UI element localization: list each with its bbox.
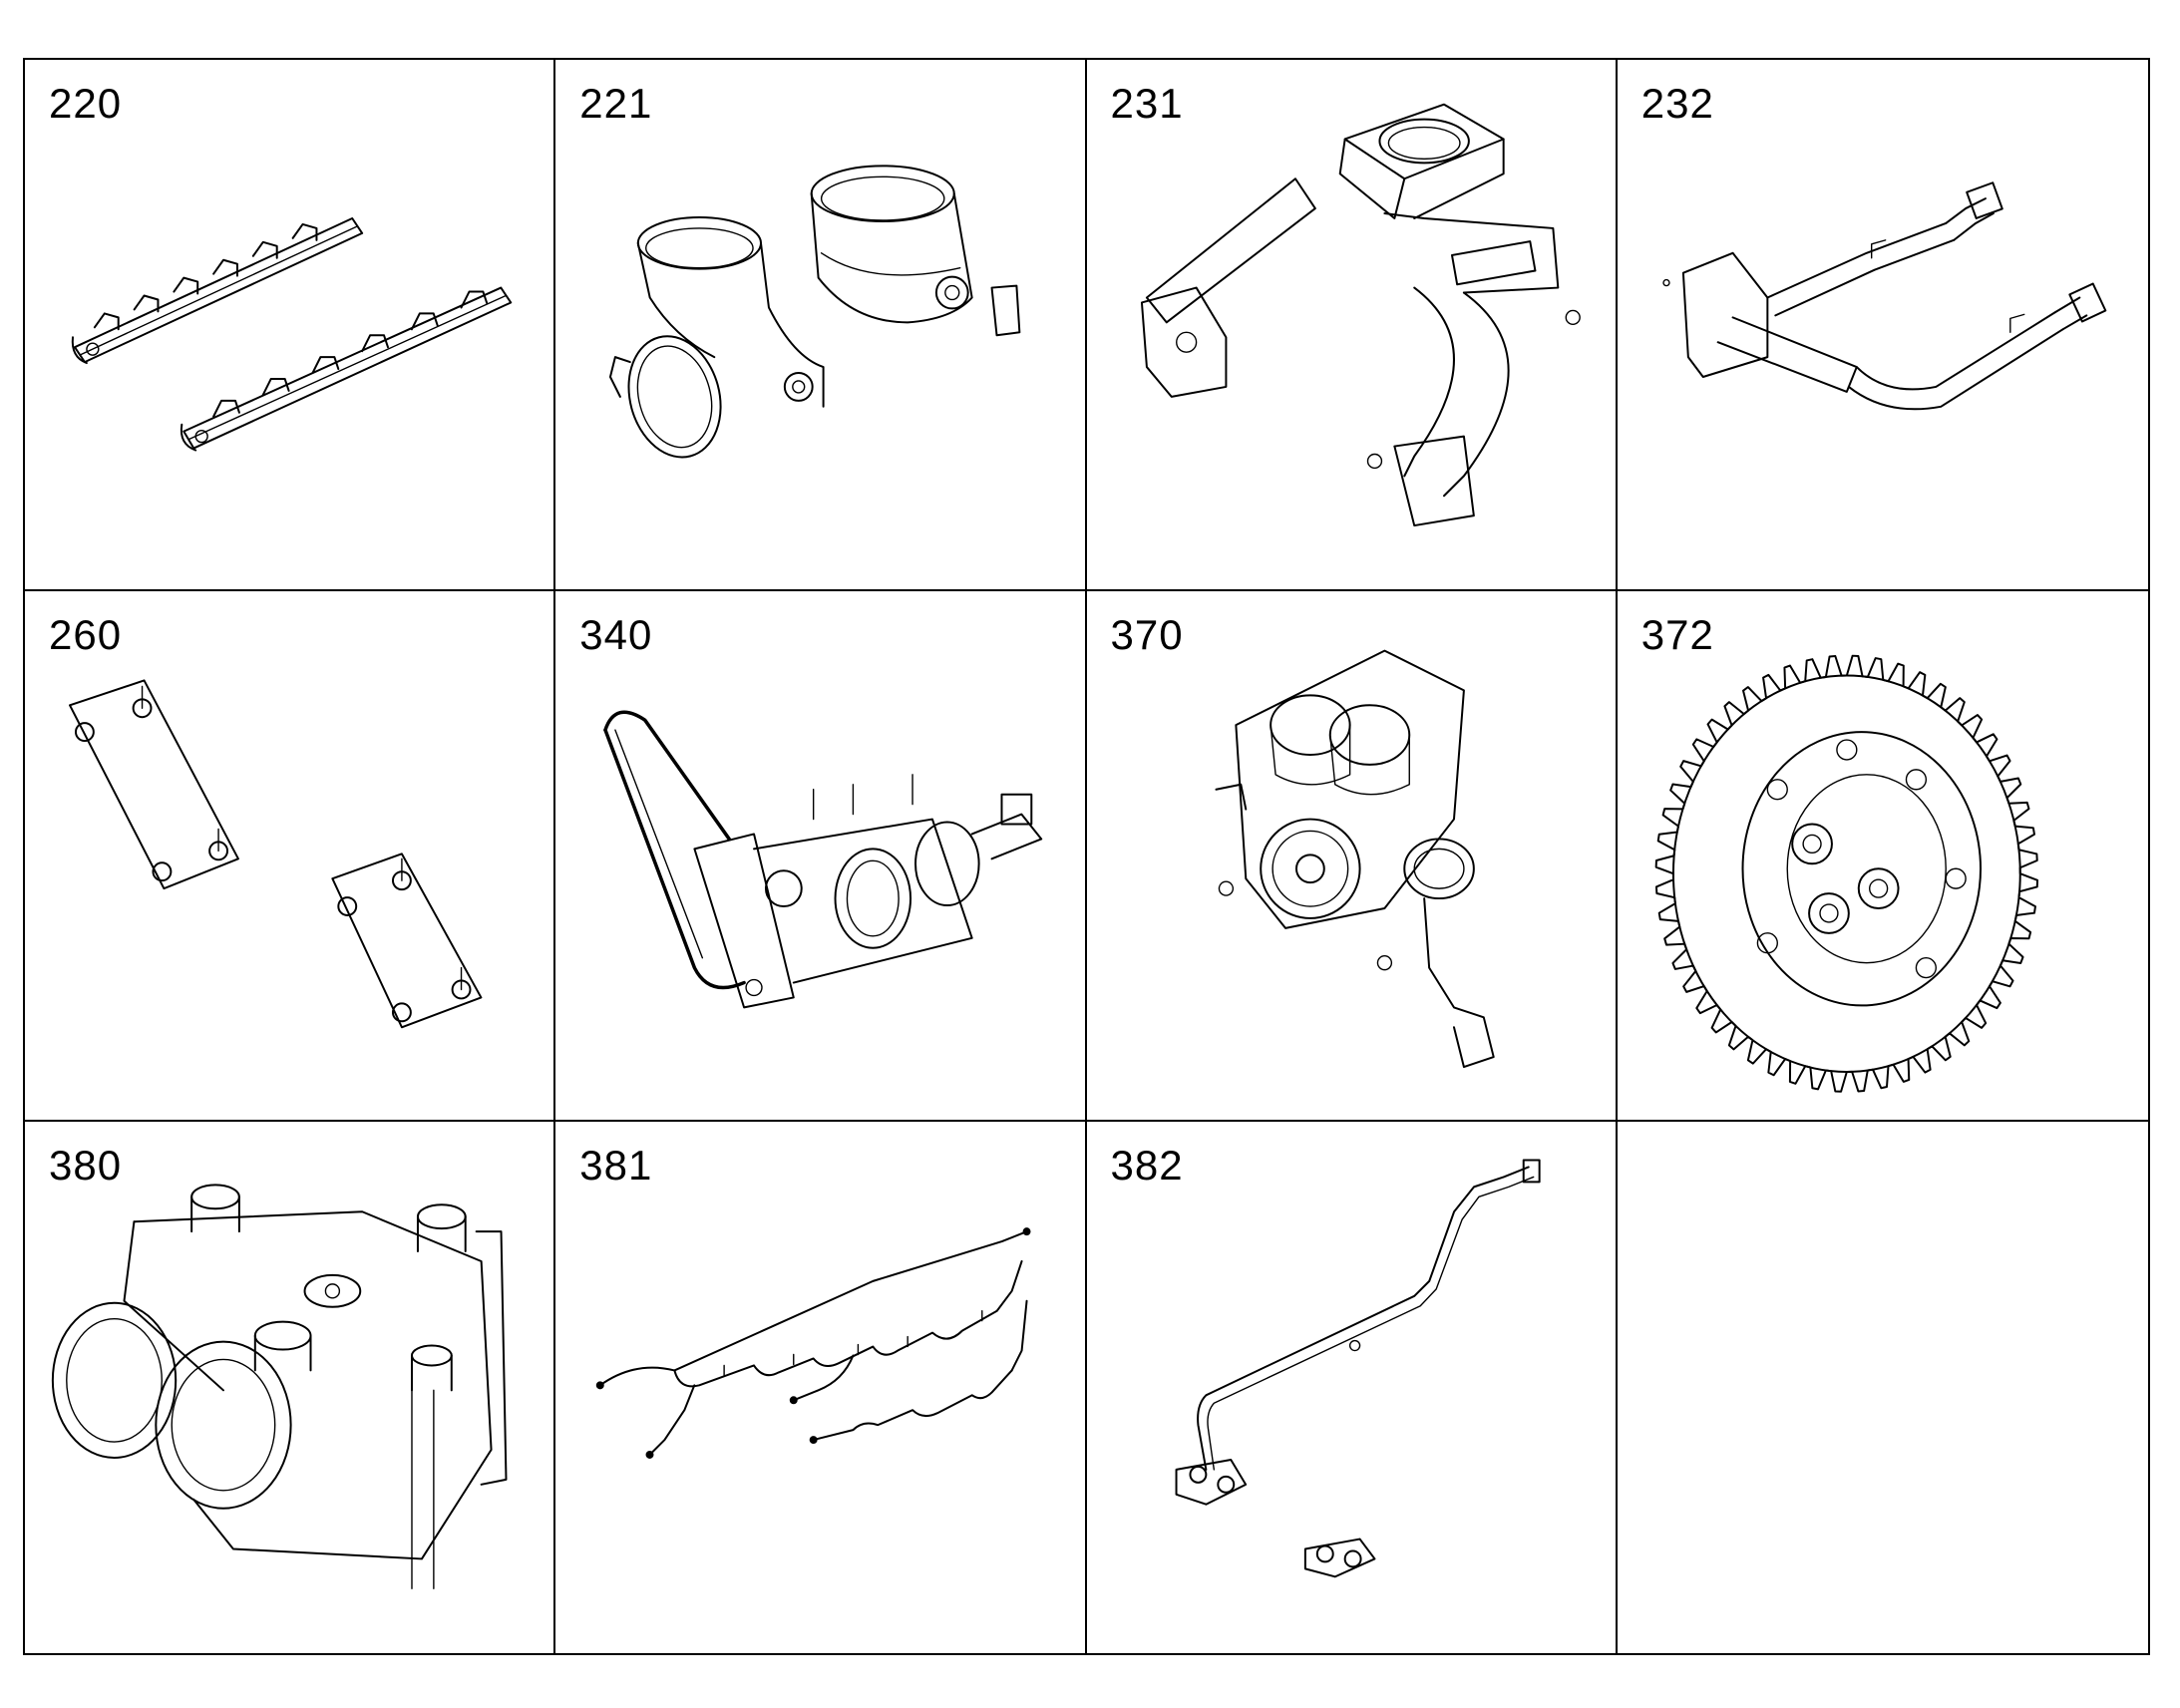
part-number: 231 xyxy=(1110,80,1184,127)
coolant-pipes-icon xyxy=(1662,181,2107,411)
part-number: 260 xyxy=(49,610,123,658)
part-number: 382 xyxy=(1110,1142,1184,1190)
oil-pump-assembly-icon xyxy=(1214,649,1495,1068)
part-number: 380 xyxy=(49,1142,123,1190)
cover-plates-icon xyxy=(69,679,483,1028)
part-cell-231[interactable]: 231 xyxy=(1086,60,1618,591)
part-cell-380[interactable]: 380 xyxy=(25,1122,556,1653)
part-number: 372 xyxy=(1640,610,1714,658)
part-number: 340 xyxy=(579,610,653,658)
part-number: 220 xyxy=(49,80,123,127)
part-number: 232 xyxy=(1640,80,1714,127)
part-number: 221 xyxy=(579,80,653,127)
part-cell-372[interactable]: 372 xyxy=(1617,591,2148,1123)
part-cell-381[interactable]: 381 xyxy=(555,1122,1087,1653)
belt-tensioner-icon xyxy=(603,710,1043,1009)
part-cell-260[interactable]: 260 xyxy=(25,590,556,1123)
exhaust-manifolds-icon xyxy=(71,217,513,452)
part-cell-220[interactable]: 220 xyxy=(25,60,556,591)
exhaust-pipe-bracket-icon xyxy=(1140,103,1581,527)
part-cell-340[interactable]: 340 xyxy=(555,590,1087,1123)
spur-gear-icon xyxy=(1654,654,2038,1093)
part-cell-empty xyxy=(1618,1122,2148,1653)
part-cell-221[interactable]: 221 xyxy=(555,60,1087,591)
intake-connector-icon xyxy=(609,165,1021,459)
part-cell-370[interactable]: 370 xyxy=(1086,590,1618,1123)
parts-grid: 220 221 xyxy=(23,58,2150,1655)
part-number: 381 xyxy=(579,1142,653,1190)
part-cell-382[interactable]: 382 xyxy=(1087,1122,1618,1653)
fuel-line-icon xyxy=(1175,1159,1541,1578)
pump-housing-icon xyxy=(51,1184,508,1590)
wiring-harness-icon xyxy=(596,1227,1031,1460)
part-number: 370 xyxy=(1110,610,1184,658)
part-cell-232[interactable]: 232 xyxy=(1617,60,2148,591)
